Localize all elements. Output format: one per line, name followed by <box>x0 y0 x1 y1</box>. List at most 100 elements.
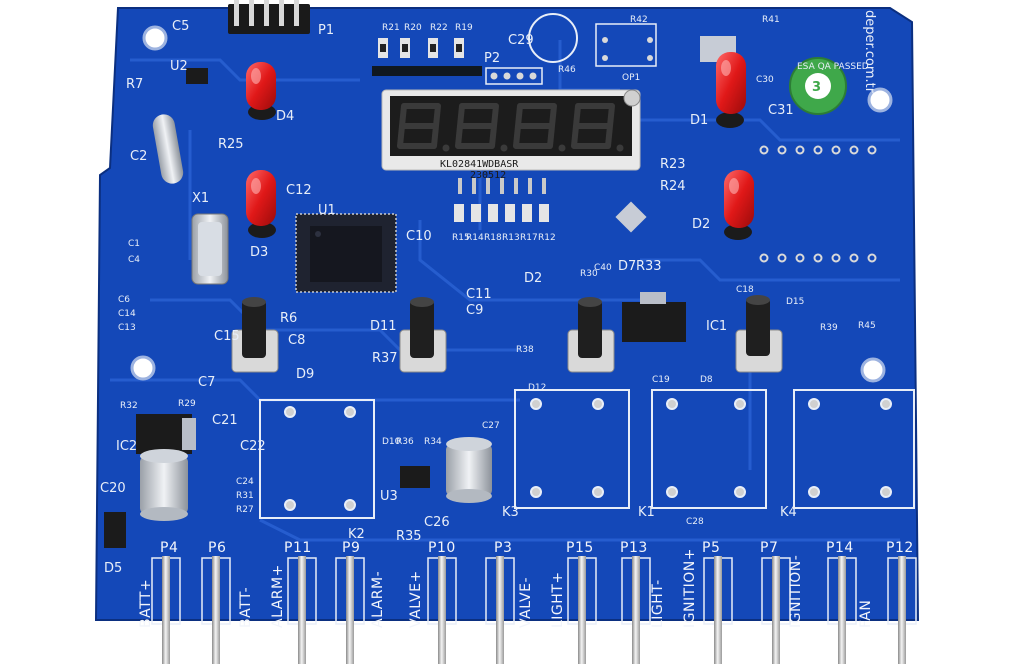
label-op1: OP1 <box>622 73 640 83</box>
display-part-number: KL02841WDBASR <box>440 159 519 170</box>
label-r22: R22 <box>430 23 448 33</box>
terminal-strip <box>151 556 917 664</box>
capacitor-c26 <box>446 437 492 503</box>
pin-p6: P6 <box>208 540 226 556</box>
label-r19: R19 <box>455 23 473 33</box>
logo-text: deper.com.tr <box>862 10 877 94</box>
terminal-p3 <box>485 556 515 664</box>
right-header-holes <box>759 145 877 263</box>
label-c1: C1 <box>128 239 140 249</box>
label-u2: U2 <box>170 59 188 74</box>
label-r12: R12 <box>538 233 556 243</box>
terminal-p5 <box>703 556 733 664</box>
relay-k4 <box>793 389 915 509</box>
led-d1 <box>716 52 746 128</box>
label-c22: C22 <box>240 439 266 454</box>
pin-p4: P4 <box>160 540 178 556</box>
chip-u3 <box>400 466 430 488</box>
label-batt-plus: BATT+ <box>138 579 154 628</box>
terminal-p14 <box>827 556 857 664</box>
relay-k1 <box>651 389 767 509</box>
pin-p12: P12 <box>886 540 914 556</box>
label-r17: R17 <box>520 233 538 243</box>
label-r25: R25 <box>218 137 244 152</box>
label-c7: C7 <box>198 375 215 390</box>
label-r36: R36 <box>396 437 414 447</box>
label-fan: FAN <box>858 600 874 628</box>
diode-d5 <box>104 512 126 548</box>
mounting-holes <box>130 25 893 383</box>
label-r31: R31 <box>236 491 254 501</box>
label-c28: C28 <box>686 517 704 527</box>
label-r18: R18 <box>484 233 502 243</box>
regulator-ic2 <box>136 414 196 454</box>
relay-k3 <box>514 389 630 509</box>
label-u1: U1 <box>318 203 336 218</box>
label-ignition-plus: IGNITION+ <box>682 548 698 628</box>
led-d3 <box>246 170 276 238</box>
label-c11: C11 <box>466 287 492 302</box>
label-c5: C5 <box>172 19 189 34</box>
label-r41: R41 <box>762 15 780 25</box>
label-r39: R39 <box>820 323 838 333</box>
label-c40: C40 <box>594 263 612 273</box>
label-r24: R24 <box>660 179 686 194</box>
label-c24: C24 <box>236 477 254 487</box>
label-d9: D9 <box>296 367 314 382</box>
svg-text:3: 3 <box>812 80 821 95</box>
button-s2[interactable] <box>399 297 447 373</box>
label-light-plus: LIGHT+ <box>550 571 566 628</box>
button-s1[interactable] <box>231 297 279 373</box>
terminal-p13 <box>621 556 651 664</box>
label-relay-k3: K3 <box>502 505 519 520</box>
label-r29: R29 <box>178 399 196 409</box>
pin-p10: P10 <box>428 540 456 556</box>
crystal-c2 <box>152 114 184 184</box>
c29-outline <box>528 13 578 63</box>
label-d2-small: D2 <box>524 271 542 286</box>
label-r20: R20 <box>404 23 422 33</box>
label-p2: P2 <box>484 51 500 66</box>
label-led-d4: D4 <box>276 109 294 124</box>
terminal-p7 <box>761 556 791 664</box>
label-c30: C30 <box>756 75 774 85</box>
label-c6: C6 <box>118 295 130 305</box>
terminal-p11 <box>287 556 317 664</box>
pin-p9: P9 <box>342 540 360 556</box>
resistor-row-center <box>454 204 549 222</box>
label-d11: D11 <box>370 319 397 334</box>
label-c8: C8 <box>288 333 305 348</box>
relay-k2 <box>259 399 375 519</box>
button-s4[interactable] <box>735 295 783 373</box>
terminal-function-labels: BATT+ BATT- ALARM+ ALARM- VALVE+ VALVE- … <box>138 548 874 628</box>
qa-sticker: 3 ESA QA PASSED <box>789 57 869 115</box>
pcb-board <box>94 7 920 621</box>
label-valve-plus: VALVE+ <box>408 570 424 628</box>
terminal-p4 <box>151 556 181 664</box>
label-r13: R13 <box>502 233 520 243</box>
capacitor-c20 <box>140 449 188 521</box>
terminal-p15 <box>567 556 597 664</box>
terminal-pin-labels: P4 P6 P11 P9 P10 P3 P15 P13 P5 P7 P14 P1… <box>160 540 914 556</box>
label-c10: C10 <box>406 229 432 244</box>
label-c26: C26 <box>424 515 450 530</box>
label-c2: C2 <box>130 149 147 164</box>
header-p1 <box>228 0 310 34</box>
pin-p7: P7 <box>760 540 778 556</box>
pin-p13: P13 <box>620 540 648 556</box>
label-c18: C18 <box>736 285 754 295</box>
terminal-p6 <box>201 556 231 664</box>
button-s3[interactable] <box>567 297 615 373</box>
label-d5: D5 <box>104 561 122 576</box>
label-relay-k2: K2 <box>348 527 365 542</box>
label-c13: C13 <box>118 323 136 333</box>
label-r7: R7 <box>126 77 143 92</box>
label-c20: C20 <box>100 481 126 496</box>
label-alarm-minus: ALARM- <box>370 571 386 628</box>
regulator-ic1 <box>622 292 686 342</box>
seven-segment-digits <box>397 103 615 149</box>
label-c12: C12 <box>286 183 312 198</box>
terminal-p10 <box>427 556 457 664</box>
display-date-code: 230512 <box>470 170 506 181</box>
label-c4: C4 <box>128 255 140 265</box>
